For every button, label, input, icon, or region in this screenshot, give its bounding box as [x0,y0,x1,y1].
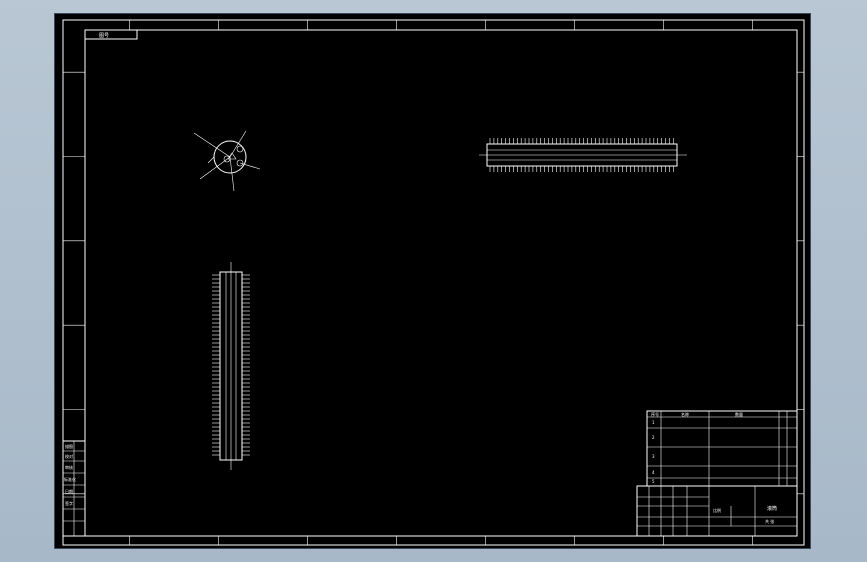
corner-tag-text: 图号 [99,33,109,39]
cad-viewport[interactable]: 图号 序号 名称 数量 1 2 3 4 5 [54,13,811,549]
title-block: 滚筒 比例 共 张 [636,485,798,537]
sheet-outer-border [62,19,805,546]
left-label-4: 日期 [65,488,73,494]
vertical-roller-view [212,262,250,470]
section-view [193,130,261,192]
title-sheet-label: 共 张 [765,518,774,524]
corner-tag: 图号 [84,29,138,40]
left-label-5: 签字 [65,500,73,506]
horizontal-roller-view [479,138,687,172]
drawing-sheet: 图号 序号 名称 数量 1 2 3 4 5 [62,19,805,546]
zone-ticks [63,20,804,545]
parts-header-0: 序号 [651,411,659,417]
left-label-1: 校对 [65,453,73,459]
sheet-inner-border [84,29,798,537]
parts-list-table: 序号 名称 数量 1 2 3 4 5 [646,410,798,487]
left-label-3: 标准化 [64,476,76,482]
parts-row-4: 5 [652,479,655,484]
left-info-block: 描图 校对 审核 标准化 日期 签字 [62,440,86,537]
parts-row-1: 2 [652,435,655,440]
title-scale-label: 比例 [713,507,721,513]
title-part-name: 滚筒 [767,505,777,512]
parts-row-3: 4 [652,470,655,475]
parts-header-1: 名称 [681,411,689,417]
parts-row-0: 1 [652,420,655,425]
parts-header-2: 数量 [735,411,743,417]
parts-row-2: 3 [652,454,655,459]
left-label-0: 描图 [65,443,73,449]
left-label-2: 审核 [65,464,73,470]
